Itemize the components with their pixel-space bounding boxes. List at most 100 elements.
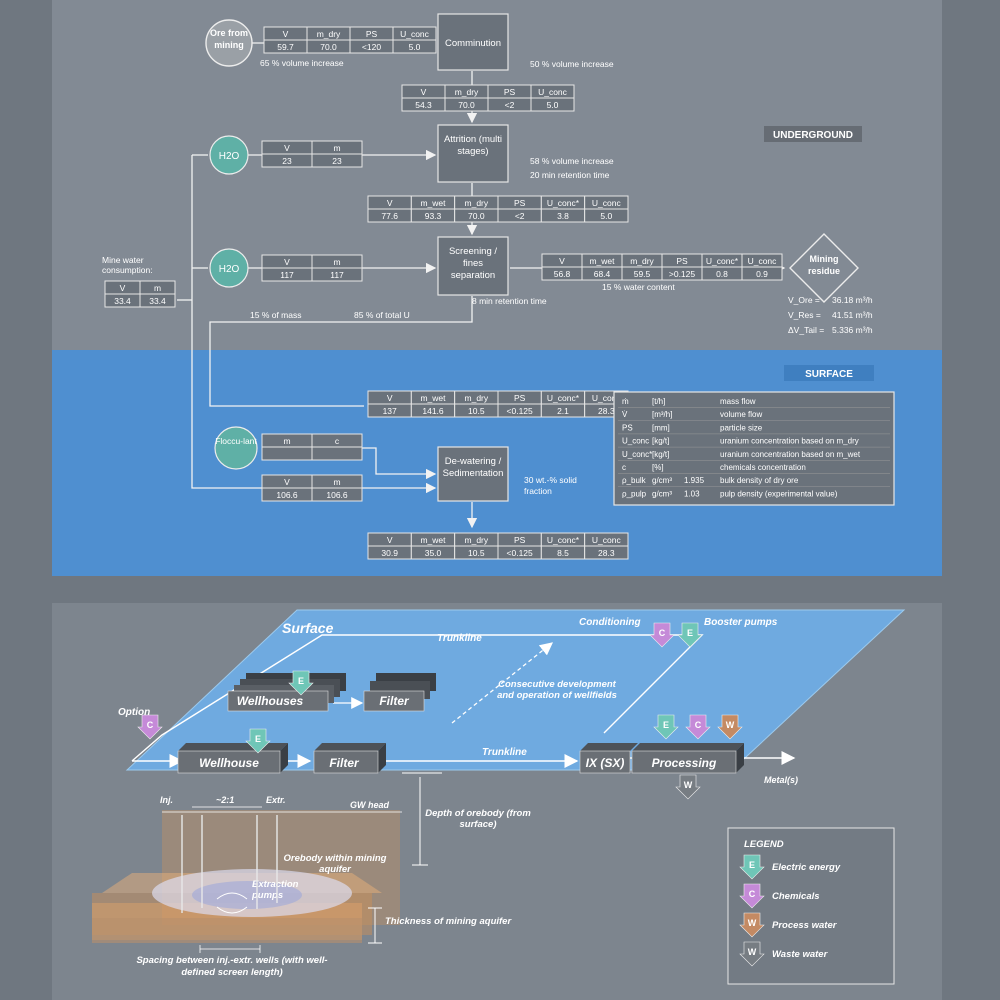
table-cell: 68.4	[594, 269, 611, 279]
legend-arrow-3: W	[739, 941, 765, 967]
table-out: V30.9m_wet35.0m_dry10.5PS<0.125U_conc*8.…	[367, 532, 629, 560]
table-header: m_wet	[420, 393, 446, 403]
processing-chemical-arrow-letter: C	[695, 720, 702, 730]
table-cell: 28.3	[598, 406, 615, 416]
legend-cell: [kg/t]	[652, 437, 669, 446]
legend-cell: uranium concentration based on m_dry	[720, 437, 859, 446]
h2o-label-2: H2O	[219, 264, 240, 275]
isr-legend-label: Process water	[772, 920, 838, 931]
table-header: m	[333, 257, 340, 267]
table-header: U_conc*	[547, 535, 580, 545]
processing-water-arrow-letter: W	[726, 720, 735, 730]
trunkline-mid-label: Trunkline	[482, 747, 527, 758]
legend-cell: U_conc	[622, 437, 649, 446]
gw-head-label: GW head	[350, 800, 390, 810]
table-cell: 3.8	[557, 211, 569, 221]
spacing-label: Spacing between inj.-extr. wells (with w…	[136, 955, 328, 978]
stream-tables: V59.7m_dry70.0PS<120U_conc5.0V54.3m_dry7…	[104, 26, 783, 560]
table-header: m_dry	[630, 256, 654, 266]
table-cell: 28.3	[598, 548, 615, 558]
table-cell: 8.5	[557, 548, 569, 558]
attrition-box	[437, 124, 509, 183]
processing-electric-arrow-letter: E	[663, 720, 669, 730]
wellhouse-electric-arrow: E	[245, 728, 271, 754]
table-header: V	[120, 283, 126, 293]
legend-cell: 1.935	[684, 476, 705, 485]
legend-cell: ρ_pulp	[622, 489, 647, 498]
table-cell: 23	[332, 156, 342, 166]
legend-cell: c	[622, 463, 626, 472]
table-cell: 59.5	[634, 269, 651, 279]
extr-label: Extr.	[266, 795, 286, 805]
dewatering-box	[437, 446, 509, 502]
legend-cell: bulk density of dry ore	[720, 476, 799, 485]
option-label: Option	[118, 707, 150, 718]
isr-legend-label: Waste water	[772, 949, 829, 960]
conditioning-label: Conditioning	[579, 617, 641, 628]
note-mass15: 15 % of mass	[250, 310, 302, 320]
table-header: U_conc	[400, 29, 430, 39]
table-cell: 0.8	[716, 269, 728, 279]
processing-chemical-arrow: C	[685, 714, 711, 740]
table-header: PS	[676, 256, 688, 266]
table-cell: <2	[515, 211, 525, 221]
table-header: m_dry	[317, 29, 341, 39]
flowsheet-diagram: UNDERGROUND SURFACE Ore from mining H2O	[102, 13, 895, 560]
table-header: U_conc*	[547, 393, 580, 403]
legend-cell: chemicals concentration	[720, 463, 806, 472]
isr-legend-label: Electric energy	[772, 862, 841, 873]
table-header: PS	[504, 87, 516, 97]
underground-label-bg	[764, 126, 862, 142]
ratio-label: ~2:1	[216, 795, 234, 805]
conditioning-chemical-arrow: C	[649, 622, 675, 648]
legend-cell: V̇	[622, 410, 628, 419]
legend-cell: [%]	[652, 463, 664, 472]
extraction-pumps-label: Extraction pumps	[252, 879, 299, 901]
table-header: V	[284, 477, 290, 487]
processing-water-arrow: W	[717, 714, 743, 740]
note-vol65: 65 % volume increase	[260, 58, 344, 68]
v-res-label: V_Res =	[788, 310, 821, 320]
table-cell: 30.9	[381, 548, 398, 558]
underground-label: UNDERGROUND	[773, 130, 853, 141]
table-cell: 93.3	[425, 211, 442, 221]
table-header: U_conc	[538, 87, 568, 97]
comminution-label: Comminution	[445, 38, 501, 49]
metals-label: Metal(s)	[764, 775, 798, 785]
table-cell: 70.0	[320, 42, 337, 52]
consecutive-label: Consecutive development and operation of…	[497, 679, 617, 701]
legend-cell: mass flow	[720, 397, 756, 406]
mining-residue-label: Mining residue	[807, 254, 840, 276]
v-res-value: 41.51 m³/h	[832, 310, 873, 320]
attrition-label: Attrition (multi stages)	[443, 134, 503, 157]
table-cell: 0.9	[756, 269, 768, 279]
table-cell: <120	[362, 42, 381, 52]
table-header: m	[283, 436, 290, 446]
table-cell: <2	[505, 100, 515, 110]
legend-cell: uranium concentration based on m_wet	[720, 450, 861, 459]
note-vol50: 50 % volume increase	[530, 59, 614, 69]
table-cell: 33.4	[114, 296, 131, 306]
dewatering-label: De-watering / Sedimentation	[442, 456, 504, 479]
isr-legend-title: LEGEND	[744, 839, 784, 850]
legend-row: ṁ[t/h]mass flow	[618, 397, 890, 408]
h2o-node-1	[209, 135, 249, 175]
note-solid: 30 wt.-% solid fraction	[524, 475, 577, 496]
v-ore-value: 36.18 m³/h	[832, 295, 873, 305]
processing-label: Processing	[652, 756, 717, 770]
table-cell: 77.6	[381, 211, 398, 221]
table-header: m	[154, 283, 161, 293]
legend-row: PS[mm]particle size	[618, 423, 890, 435]
screening-box	[437, 236, 509, 296]
mine-water-label: Mine water consumption:	[102, 255, 153, 275]
table-header: V	[283, 29, 289, 39]
wellhouse-label: Wellhouse	[199, 756, 259, 770]
surface-label: SURFACE	[805, 369, 853, 380]
h2o-label-1: H2O	[219, 151, 240, 162]
note-ret20: 20 min retention time	[530, 170, 610, 180]
legend-row: c [%] chemicals concentration	[618, 463, 890, 474]
